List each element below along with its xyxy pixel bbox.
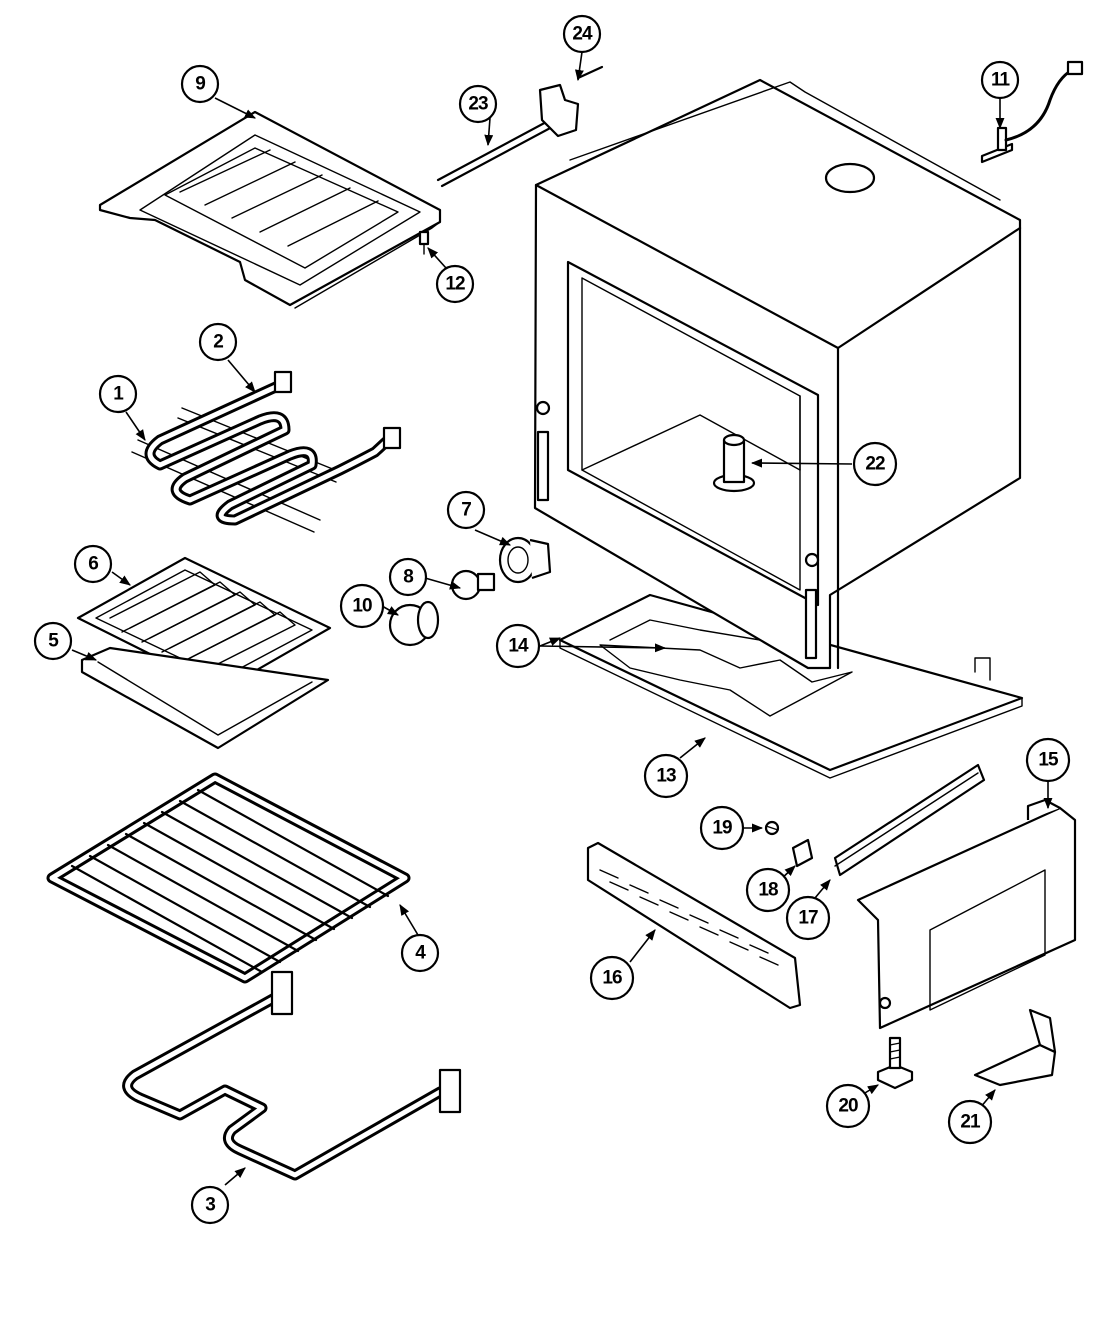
part-13-oven-bottom (558, 593, 1024, 779)
part-19-screw (764, 820, 780, 836)
part-3-bake-element (122, 970, 462, 1181)
callout-14: 14 (495, 623, 541, 669)
part-14-insulation (599, 619, 853, 717)
part-20-leveling-leg (876, 1036, 914, 1090)
svg-text:15: 15 (1038, 750, 1059, 771)
svg-text:12: 12 (445, 274, 465, 295)
svg-text:8: 8 (403, 567, 413, 588)
callout-11: 11 (980, 60, 1020, 100)
callout-13: 13 (643, 753, 689, 799)
svg-text:11: 11 (991, 70, 1011, 91)
callout-3: 3 (190, 1185, 230, 1225)
svg-text:7: 7 (461, 500, 471, 521)
callout-16: 16 (589, 955, 635, 1001)
callout-6: 6 (73, 544, 113, 584)
part-21-anti-tip-bracket (973, 1008, 1057, 1087)
svg-text:18: 18 (758, 880, 778, 901)
part-18-clip (791, 838, 814, 868)
callout-18: 18 (745, 867, 791, 913)
callout-5: 5 (33, 621, 73, 661)
callout-17: 17 (785, 895, 831, 941)
svg-text:20: 20 (838, 1096, 858, 1117)
part-8-light-bulb (450, 569, 496, 601)
svg-text:23: 23 (468, 94, 488, 115)
part-22-fitting (712, 433, 756, 493)
svg-text:10: 10 (352, 596, 372, 617)
svg-text:2: 2 (213, 332, 223, 353)
svg-text:14: 14 (508, 636, 529, 657)
callout-10: 10 (339, 583, 385, 629)
svg-text:1: 1 (113, 384, 124, 405)
callout-7: 7 (446, 490, 486, 530)
svg-text:3: 3 (205, 1195, 215, 1216)
svg-text:22: 22 (865, 454, 885, 475)
part-5-broiler-pan (80, 646, 330, 750)
part-12-screw (418, 230, 430, 255)
part-11-sensor (980, 60, 1084, 164)
callout-1: 1 (98, 374, 138, 414)
svg-text:21: 21 (960, 1112, 981, 1133)
part-10-lamp-cover (388, 600, 440, 647)
part-1-2-broil-element (131, 370, 402, 533)
svg-text:6: 6 (88, 554, 98, 575)
callout-9: 9 (180, 64, 220, 104)
callout-20: 20 (825, 1083, 871, 1129)
callout-19: 19 (699, 805, 745, 851)
callout-12: 12 (435, 264, 475, 304)
callout-4: 4 (400, 933, 440, 973)
callout-23: 23 (458, 84, 498, 124)
svg-text:5: 5 (48, 631, 59, 652)
svg-text:9: 9 (195, 74, 205, 95)
part-16-rail (586, 841, 802, 1010)
svg-text:19: 19 (712, 818, 732, 839)
part-17-channel (833, 763, 986, 877)
callout-22: 22 (852, 441, 898, 487)
part-7-lamp-receptacle (498, 536, 552, 584)
callout-21: 21 (947, 1099, 993, 1145)
callout-24: 24 (562, 14, 602, 54)
svg-text:24: 24 (572, 24, 593, 45)
svg-text:16: 16 (602, 968, 622, 989)
callout-8: 8 (388, 557, 428, 597)
oven-cavity (533, 78, 1022, 670)
part-24-pin (576, 65, 604, 80)
part-9-shield-plate (98, 110, 442, 309)
leader-lines (71, 51, 1053, 1186)
part-23-rod-assembly (436, 83, 580, 188)
svg-text:17: 17 (798, 908, 818, 929)
svg-text:4: 4 (415, 943, 426, 964)
callout-2: 2 (198, 322, 238, 362)
svg-text:13: 13 (656, 766, 676, 787)
part-4-oven-rack (46, 772, 411, 984)
callout-15: 15 (1025, 737, 1071, 783)
